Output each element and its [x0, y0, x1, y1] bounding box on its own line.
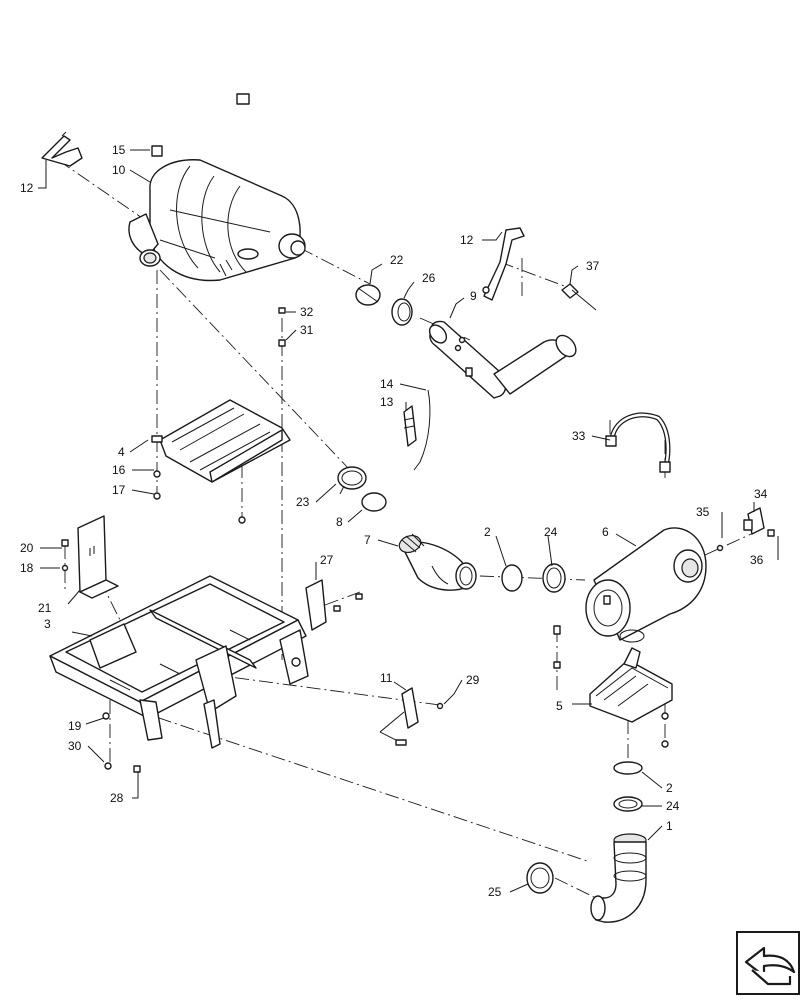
- callout-26: 26: [422, 271, 436, 285]
- frame-3: [49, 575, 309, 749]
- callout-16: 16: [112, 463, 126, 477]
- callout-29: 29: [466, 673, 480, 687]
- callout-18: 18: [20, 561, 34, 575]
- catalyst-6: [585, 527, 707, 643]
- callout-leaders: [38, 149, 779, 893]
- callout-34: 34: [754, 487, 768, 501]
- callout-12-right: 12: [460, 233, 474, 247]
- clamp-24-mid: [542, 563, 566, 593]
- callout-25: 25: [488, 885, 502, 899]
- clamp-25: [526, 862, 554, 894]
- strap-15: [151, 70, 250, 157]
- flex-pipe-7: [398, 533, 477, 591]
- callout-33: 33: [572, 429, 586, 443]
- callout-7: 7: [364, 533, 371, 547]
- callout-37: 37: [586, 259, 600, 273]
- callout-19: 19: [68, 719, 82, 733]
- bracket-12-right: [482, 227, 525, 301]
- callout-31: 31: [300, 323, 314, 337]
- callout-12-left: 12: [20, 181, 34, 195]
- callout-2-mid: 2: [484, 525, 491, 539]
- callout-8: 8: [336, 515, 343, 529]
- callout-22: 22: [390, 253, 404, 267]
- seal-26: [391, 298, 413, 326]
- callout-4: 4: [118, 445, 125, 459]
- callout-21: 21: [38, 601, 52, 615]
- clamp-23: [337, 466, 367, 495]
- muffler-10: [128, 159, 306, 282]
- callout-15: 15: [112, 143, 126, 157]
- callout-23: 23: [296, 495, 310, 509]
- plate-21: [61, 515, 119, 599]
- mount-4: [151, 399, 291, 524]
- callout-35: 35: [696, 505, 710, 519]
- assembly-centerlines: [57, 159, 761, 901]
- strap-33: [605, 412, 671, 473]
- sensor-bracket-11: [379, 687, 444, 746]
- callout-14: 14: [380, 377, 394, 391]
- callout-20: 20: [20, 541, 34, 555]
- callout-1: 1: [666, 819, 673, 833]
- clip-37: [561, 283, 597, 311]
- callout-9: 9: [470, 289, 477, 303]
- callout-28: 28: [110, 791, 124, 805]
- callout-27: 27: [320, 553, 334, 567]
- callout-17: 17: [112, 483, 126, 497]
- seal-8: [361, 492, 387, 512]
- elbow-pipe-1: [590, 833, 647, 923]
- nuts-19-30: [102, 712, 141, 773]
- callout-24-bottom: 24: [666, 799, 680, 813]
- bracket-27: [305, 579, 363, 631]
- seal-2-bottom: [613, 761, 643, 775]
- callout-13: 13: [380, 395, 394, 409]
- callout-36: 36: [750, 553, 764, 567]
- clamp-24-bottom: [613, 796, 643, 812]
- mount-5: [553, 625, 673, 748]
- callout-32: 32: [300, 305, 314, 319]
- callout-2-bottom: 2: [666, 781, 673, 795]
- callout-6: 6: [602, 525, 609, 539]
- callout-24-mid: 24: [544, 525, 558, 539]
- bracket-12-left: [41, 131, 83, 167]
- seal-2-mid: [501, 564, 523, 592]
- next-page-arrow-icon[interactable]: [736, 931, 800, 995]
- bolts-32-31: [278, 307, 286, 347]
- sensor-34: [716, 507, 775, 552]
- tailpipe-9: [428, 320, 577, 399]
- callout-30: 30: [68, 739, 82, 753]
- callout-11: 11: [380, 671, 393, 685]
- callout-labels: 12 15 10 12 37 22 26 9 32 31 14 13 33 4 …: [20, 143, 768, 899]
- callout-5: 5: [556, 699, 563, 713]
- callout-3: 3: [44, 617, 51, 631]
- sensor-13: [403, 389, 431, 471]
- callout-10: 10: [112, 163, 126, 177]
- clamp-22: [355, 284, 381, 306]
